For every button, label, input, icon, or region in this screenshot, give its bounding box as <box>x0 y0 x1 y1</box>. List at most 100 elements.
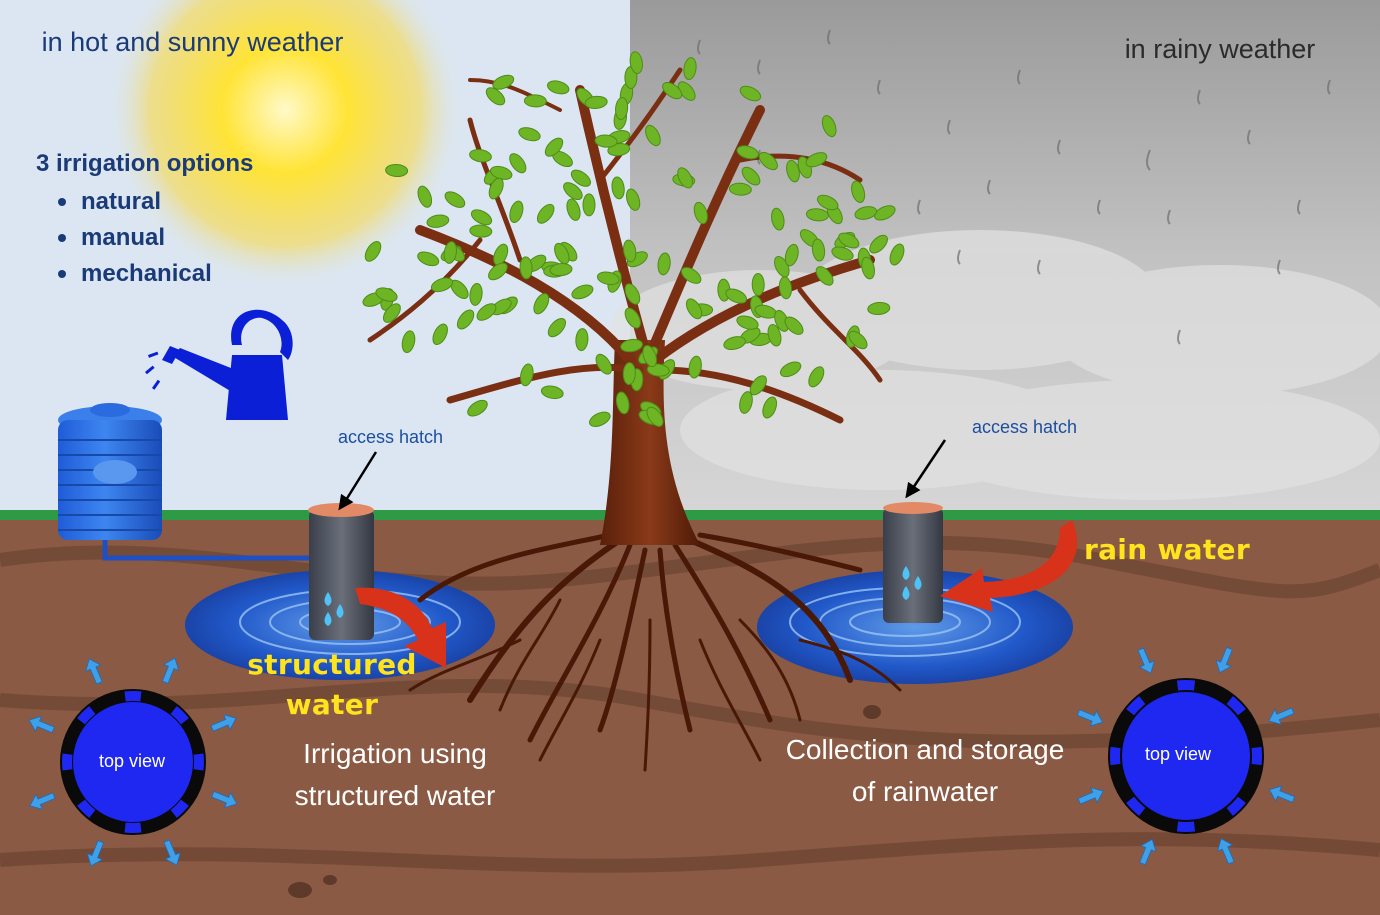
leaf <box>677 167 693 189</box>
flow-arrow <box>85 658 103 685</box>
rainy-weather-title: in rainy weather <box>1124 34 1316 64</box>
leaf <box>629 51 643 75</box>
leaf <box>808 366 825 388</box>
leaf <box>816 194 839 211</box>
leaf <box>536 203 555 224</box>
bullet-icon <box>58 234 66 242</box>
leaf <box>751 273 765 296</box>
leaf <box>657 252 671 276</box>
leaf <box>646 406 664 427</box>
right-hatch-column <box>883 502 943 623</box>
ring-segment <box>1226 796 1246 816</box>
leaf <box>758 151 778 171</box>
leaf <box>443 241 457 264</box>
tree-trunk <box>600 340 700 545</box>
flow-arrow <box>210 714 237 732</box>
leaf <box>519 256 533 280</box>
flow-arrow <box>161 657 180 684</box>
flow-arrow <box>211 790 238 809</box>
leaf <box>485 87 506 106</box>
leaf <box>385 163 409 178</box>
left-hatch-column <box>308 503 374 640</box>
rain-clouds <box>610 230 1380 500</box>
flow-arrow <box>1268 707 1295 725</box>
flow-arrow <box>1077 787 1104 805</box>
ring-segment <box>77 706 96 725</box>
leaf <box>615 97 629 120</box>
leaf <box>811 238 826 262</box>
leaf <box>688 355 702 379</box>
sunny-weather-title: in hot and sunny weather <box>41 27 344 57</box>
irrigation-caption: Irrigation using structured water <box>294 738 496 811</box>
leaf <box>784 316 804 335</box>
leaf <box>762 396 778 419</box>
leaf <box>563 182 583 201</box>
leaf <box>805 208 829 222</box>
access-hatch-label-left: access hatch <box>338 427 444 447</box>
leaf <box>739 85 762 102</box>
leaf <box>469 282 483 306</box>
leaf <box>620 338 644 353</box>
leaf <box>467 399 488 417</box>
leaf <box>624 283 641 305</box>
leaf <box>492 74 515 90</box>
soil-layers <box>0 535 1380 873</box>
leaf <box>549 263 573 277</box>
flow-arrow <box>28 715 55 734</box>
leaf <box>547 317 567 338</box>
top-view-label-left: top view <box>98 751 166 771</box>
leaf <box>554 242 570 265</box>
ring-segment <box>1226 696 1246 716</box>
leaf <box>685 298 703 320</box>
top-view-right <box>1108 678 1264 834</box>
leaf <box>476 303 497 321</box>
leaf <box>784 243 799 267</box>
leaf <box>728 182 752 196</box>
leaf <box>848 330 868 350</box>
leaf <box>861 256 875 280</box>
leaf <box>570 169 591 187</box>
leaf <box>401 330 416 354</box>
ring-segment <box>77 799 96 818</box>
leaf <box>426 214 450 228</box>
leaf <box>430 277 454 293</box>
flow-arrow <box>1268 785 1296 803</box>
leaf <box>596 271 620 286</box>
leaf <box>575 328 589 352</box>
leaf <box>375 287 398 302</box>
ring-segment <box>1176 821 1196 833</box>
access-hatch-label-right: access hatch <box>972 417 1078 437</box>
ring-segment <box>170 706 189 725</box>
flow-arrow <box>29 792 56 810</box>
leaf <box>594 134 618 148</box>
collection-caption: Collection and storage of rainwater <box>785 734 1065 807</box>
flow-arrow <box>1217 838 1235 865</box>
leaf <box>736 145 759 160</box>
water-tank <box>58 403 162 540</box>
structured-water-label: structured water <box>247 648 417 721</box>
leaf <box>771 207 785 231</box>
leaf <box>815 266 834 286</box>
leaf <box>488 177 504 200</box>
leaf <box>469 224 493 238</box>
leaf <box>821 115 837 138</box>
leaf <box>364 241 382 262</box>
leaf <box>838 232 860 249</box>
flow-arrow <box>1139 838 1157 866</box>
leaf <box>725 288 748 304</box>
option-label: natural <box>81 188 162 215</box>
ring-segment <box>1176 679 1196 691</box>
leaf <box>779 361 802 378</box>
leaf <box>456 309 475 330</box>
leaf <box>540 385 564 400</box>
leaf <box>889 243 905 266</box>
ring-segment <box>1126 696 1146 716</box>
list-item: natural <box>48 186 212 222</box>
raindrops <box>697 29 1331 345</box>
top-view-left <box>60 689 206 835</box>
leaf <box>444 191 466 208</box>
ring-segment <box>170 799 189 818</box>
leaf <box>739 391 753 414</box>
leaf <box>851 180 866 204</box>
